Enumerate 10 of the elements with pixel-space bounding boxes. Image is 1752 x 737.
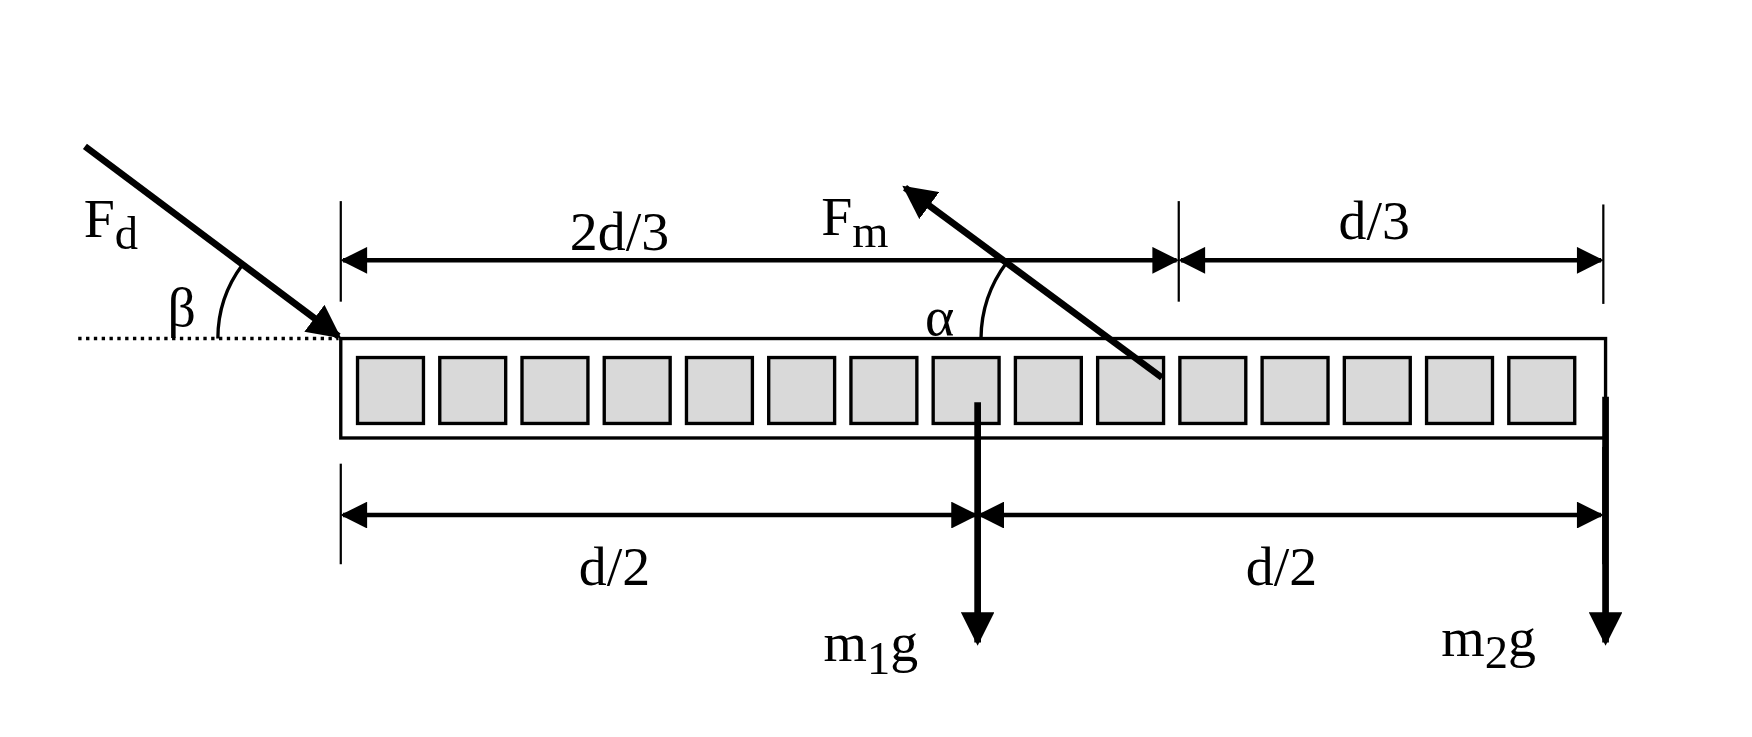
force-label: F$_{d}$ [83, 189, 139, 258]
dimension-label: d/2 [1245, 538, 1318, 595]
force-label: m$_{1}$g [823, 614, 919, 683]
dimension-label: d/3 [1338, 192, 1410, 249]
angle-label: α [925, 288, 955, 345]
angle-label: β [167, 279, 197, 336]
dimension-label: 2d/3 [569, 203, 670, 260]
force-label: F$_{m}$ [821, 187, 889, 256]
dimension-label: d/2 [578, 538, 651, 595]
force-label: m$_{2}$g [1441, 608, 1536, 677]
